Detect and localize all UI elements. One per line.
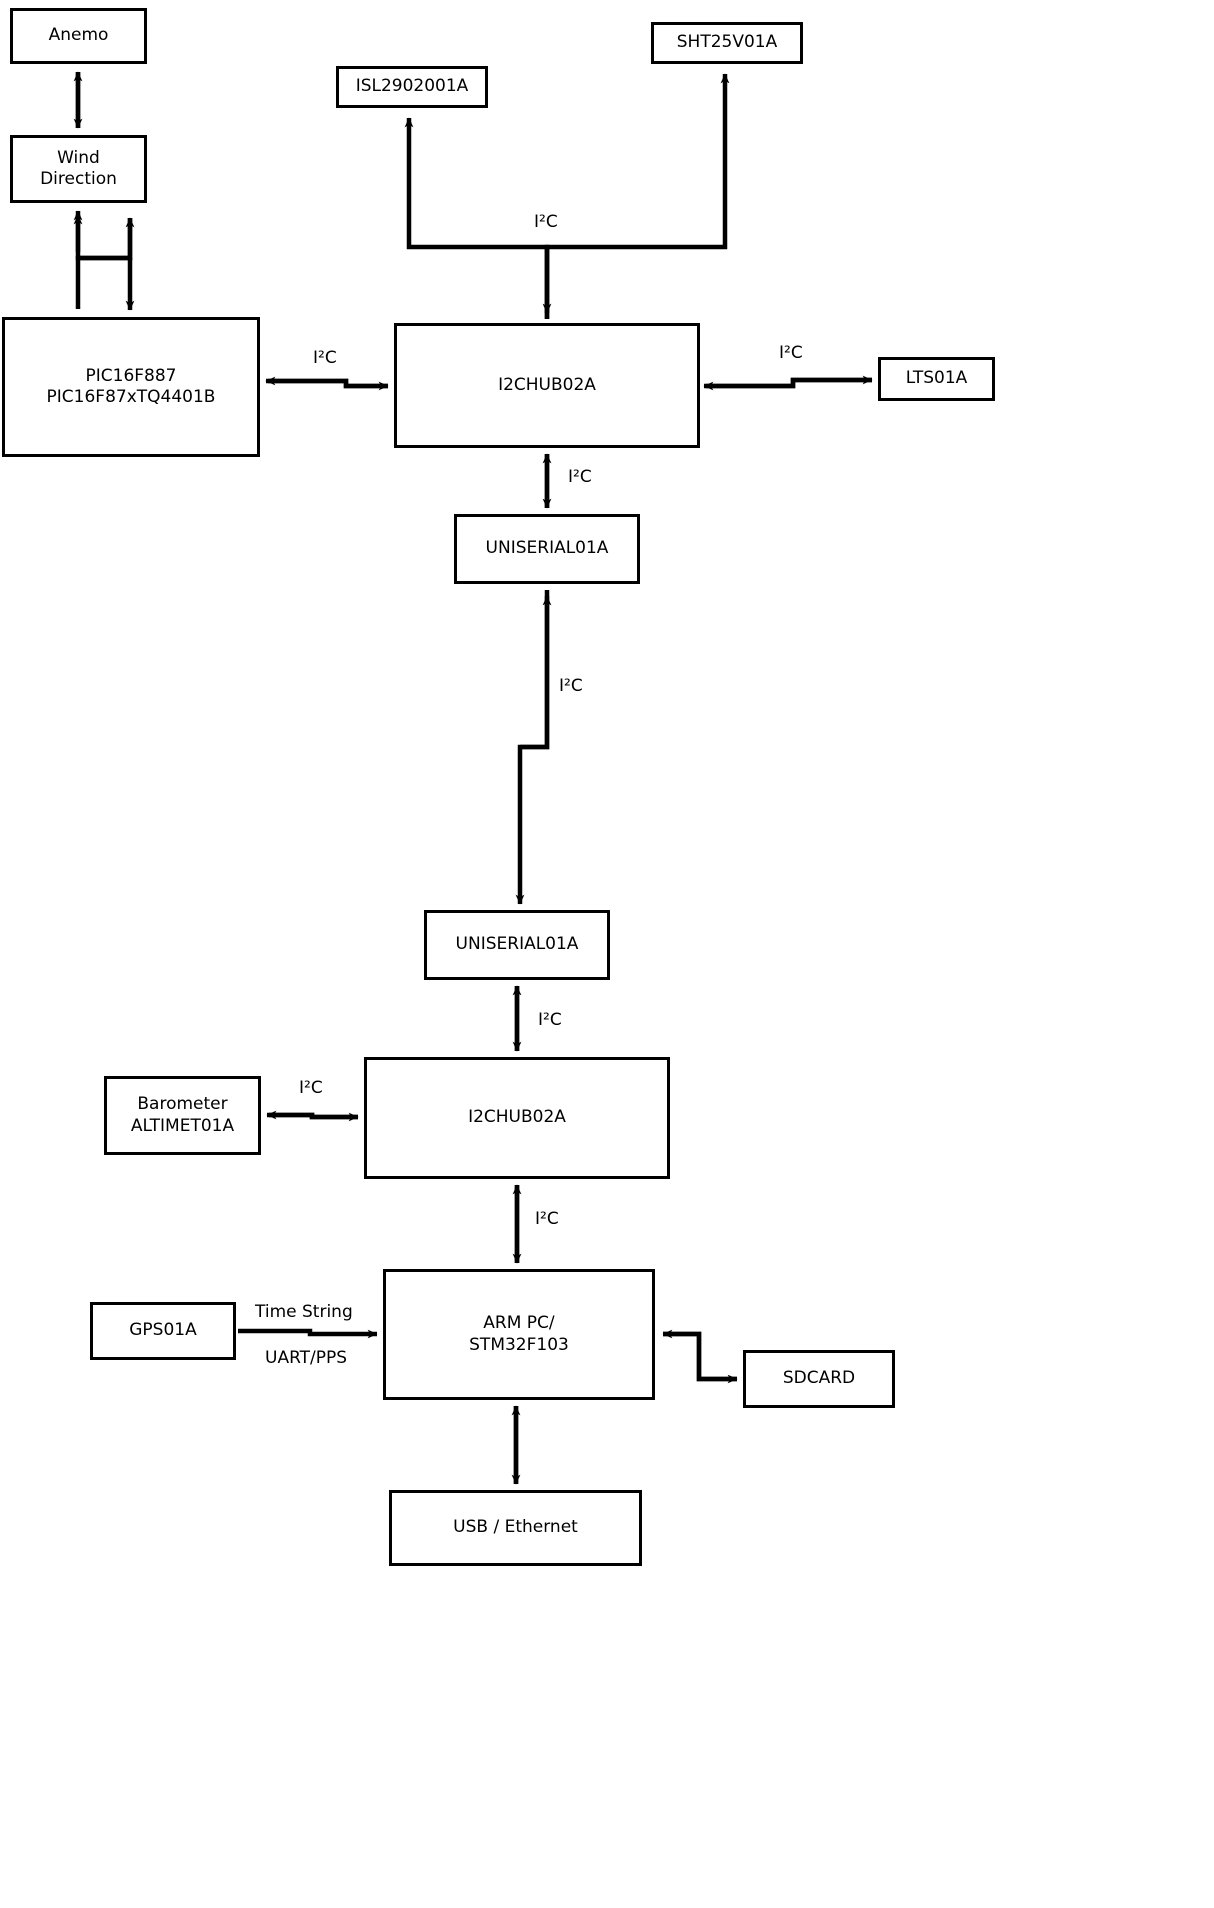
edge-label-uart-pps: UART/PPS [265, 1348, 348, 1368]
connector-pic-wind [73, 210, 135, 309]
node-label: USB / Ethernet [453, 1517, 578, 1538]
node-label: I2CHUB02A [498, 374, 596, 395]
node-label: SDCARD [782, 1368, 856, 1389]
connector-hub-sht [544, 73, 730, 319]
node-label: GPS01A [129, 1320, 197, 1341]
connector-hub-lts [703, 375, 873, 391]
connector-pic-hub [265, 376, 389, 391]
node-label: Wind Direction [40, 147, 117, 189]
edge-label-i2c-hub2-arm: I²C [535, 1209, 559, 1229]
edge-label-i2c-uniserial-link: I²C [559, 676, 583, 696]
edge-label-i2c-hub-lts: I²C [779, 343, 803, 363]
node-isl2902001a[interactable]: ISL2902001A [336, 66, 488, 108]
connector-baro-hub2 [266, 1110, 359, 1122]
edge-label-i2c-barometer-hub2: I²C [299, 1078, 323, 1098]
connector-pic-wind-arrows [73, 214, 135, 311]
node-label: UNISERIAL01A [455, 934, 579, 955]
node-label: UNISERIAL01A [485, 538, 609, 559]
edge-label-i2c-uniserial-hub2: I²C [538, 1010, 562, 1030]
connector-uniserial-link [515, 590, 552, 905]
node-lts01a[interactable]: LTS01A [878, 357, 995, 401]
node-label: PIC16F887 PIC16F87xTQ4401B [46, 365, 216, 407]
connector-gps-arm [238, 1328, 378, 1339]
node-anemo[interactable]: Anemo [10, 8, 147, 64]
node-label: I2CHUB02A [468, 1107, 566, 1128]
node-uniserial01a-upper[interactable]: UNISERIAL01A [454, 514, 640, 584]
node-label: Anemo [48, 25, 109, 46]
edge-label-time-string: Time String [255, 1302, 353, 1322]
node-label: SHT25V01A [676, 32, 778, 53]
connector-hub-isl [404, 117, 550, 319]
edge-label-i2c-hub-uniserial: I²C [568, 467, 592, 487]
node-pic-mcu[interactable]: PIC16F887 PIC16F87xTQ4401B [2, 317, 260, 457]
node-sdcard[interactable]: SDCARD [743, 1350, 895, 1408]
edge-label-i2c-pic-hub: I²C [313, 348, 337, 368]
node-i2chub02a-bottom[interactable]: I2CHUB02A [364, 1057, 670, 1179]
node-i2chub02a-top[interactable]: I2CHUB02A [394, 323, 700, 448]
node-arm-pc-stm32f103[interactable]: ARM PC/ STM32F103 [383, 1269, 655, 1400]
node-sht25v01a[interactable]: SHT25V01A [651, 22, 803, 64]
node-label: ARM PC/ STM32F103 [469, 1313, 569, 1355]
node-barometer-altimet01a[interactable]: Barometer ALTIMET01A [104, 1076, 261, 1155]
node-gps01a[interactable]: GPS01A [90, 1302, 236, 1360]
connector-arm-sdcard [662, 1329, 738, 1384]
node-usb-ethernet[interactable]: USB / Ethernet [389, 1490, 642, 1566]
node-label: LTS01A [905, 368, 968, 389]
node-wind-direction[interactable]: Wind Direction [10, 135, 147, 203]
node-uniserial01a-lower[interactable]: UNISERIAL01A [424, 910, 610, 980]
node-label: Barometer ALTIMET01A [130, 1094, 235, 1136]
edge-label-i2c-top-bus: I²C [534, 212, 558, 232]
node-label: ISL2902001A [355, 76, 469, 97]
